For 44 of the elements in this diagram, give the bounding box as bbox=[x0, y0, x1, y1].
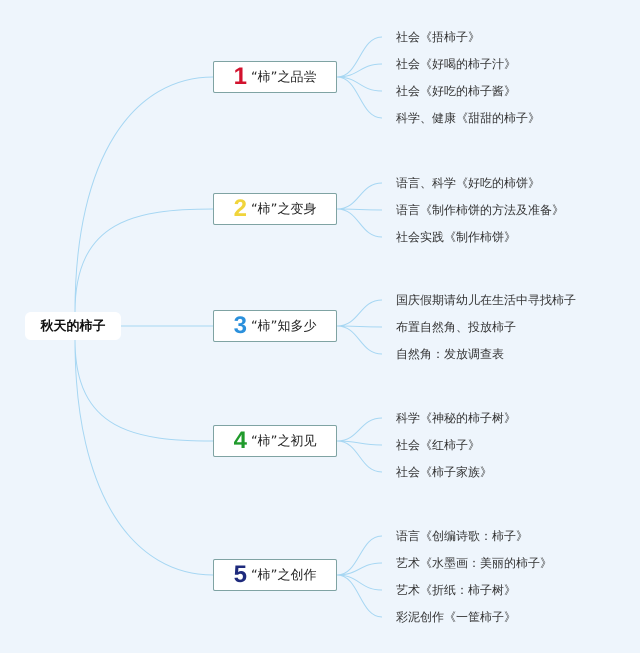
topic-number: 1 bbox=[234, 65, 247, 89]
subtopic-text: 社会《捂柿子》 bbox=[382, 26, 480, 48]
topic-box bbox=[213, 61, 337, 93]
subtopic-text: 语言《制作柿饼的方法及准备》 bbox=[382, 199, 564, 221]
connector-line bbox=[336, 574, 382, 590]
connector-line bbox=[336, 76, 382, 92]
subtopic-text: 社会《红柿子》 bbox=[382, 434, 480, 456]
connector-line bbox=[336, 326, 382, 354]
subtopic-text: 社会《好吃的柿子酱》 bbox=[382, 80, 516, 102]
subtopic-text: 艺术《水墨画：美丽的柿子》 bbox=[382, 552, 552, 574]
connector-line bbox=[336, 440, 382, 472]
topic-title: “柿”之变身 bbox=[250, 201, 316, 218]
topic-title: “柿”知多少 bbox=[250, 318, 316, 335]
subtopic-text: 彩泥创作《一筐柿子》 bbox=[382, 606, 516, 628]
subtopic-text: 自然角：发放调查表 bbox=[382, 343, 504, 365]
topic-number: 4 bbox=[234, 429, 247, 453]
subtopic-text: 社会《柿子家族》 bbox=[382, 461, 492, 483]
topic-box bbox=[213, 193, 337, 225]
topic-title: “柿”之品尝 bbox=[250, 69, 316, 86]
topic-number: 5 bbox=[234, 563, 247, 587]
connector-line bbox=[336, 36, 382, 78]
subtopic-text: 布置自然角、投放柿子 bbox=[382, 316, 516, 338]
topic-box bbox=[213, 310, 337, 342]
connector-line bbox=[74, 208, 214, 312]
connector-line bbox=[336, 76, 382, 118]
topic-box bbox=[213, 559, 337, 591]
subtopic-text: 语言《创编诗歌：柿子》 bbox=[382, 525, 528, 547]
topic-box bbox=[213, 425, 337, 457]
topic-title: “柿”之创作 bbox=[250, 567, 316, 584]
subtopic-text: 社会实践《制作柿饼》 bbox=[382, 226, 516, 248]
subtopic-text: 语言、科学《好吃的柿饼》 bbox=[382, 172, 540, 194]
connector-line bbox=[336, 208, 382, 238]
subtopic-text: 国庆假期请幼儿在生活中寻找柿子 bbox=[382, 289, 576, 311]
root-topic: 秋天的柿子 bbox=[25, 312, 121, 340]
connector-line bbox=[74, 340, 214, 576]
topic-number: 3 bbox=[234, 314, 247, 338]
topic-title: “柿”之初见 bbox=[250, 433, 316, 450]
subtopic-text: 艺术《折纸：柿子树》 bbox=[382, 579, 516, 601]
connector-line bbox=[336, 536, 382, 576]
connector-line bbox=[336, 574, 382, 618]
subtopic-text: 科学《神秘的柿子树》 bbox=[382, 407, 516, 429]
topic-number: 2 bbox=[234, 197, 247, 221]
subtopic-text: 社会《好喝的柿子汁》 bbox=[382, 53, 516, 75]
subtopic-text: 科学、健康《甜甜的柿子》 bbox=[382, 107, 540, 129]
